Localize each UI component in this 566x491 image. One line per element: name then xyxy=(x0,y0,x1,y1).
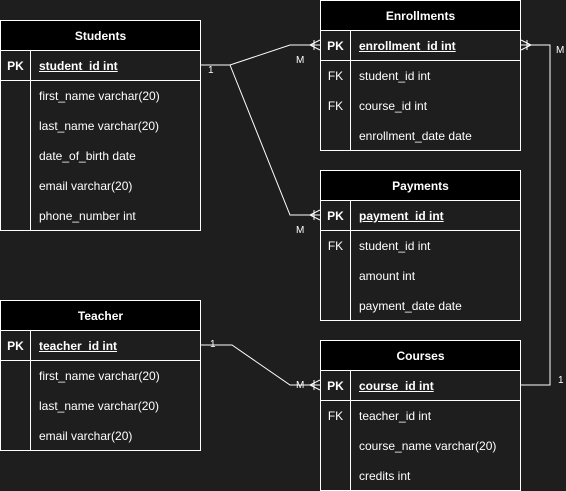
entity-payments[interactable]: Payments PK payment_id int FK student_id … xyxy=(320,170,521,321)
key-label: FK xyxy=(321,61,351,91)
field-row[interactable]: FK course_id int xyxy=(321,91,520,121)
cardinality-students-one: 1 xyxy=(208,65,214,76)
field-row[interactable]: payment_date date xyxy=(321,291,520,321)
entity-title: Payments xyxy=(321,171,520,201)
key-label xyxy=(1,141,31,171)
key-label: PK xyxy=(321,201,351,230)
key-label: PK xyxy=(1,51,31,80)
key-label xyxy=(1,391,31,421)
crowfoot-courses-b xyxy=(309,384,321,391)
field-row[interactable]: last_name varchar(20) xyxy=(1,111,200,141)
field-row[interactable]: first_name varchar(20) xyxy=(1,361,200,391)
field-row[interactable]: FK teacher_id int xyxy=(321,401,520,431)
edge-students-payments xyxy=(229,64,320,216)
field-row[interactable]: FK student_id int xyxy=(321,61,520,91)
cardinality-enrollments-right-many: M xyxy=(556,45,565,56)
pk-row[interactable]: PK course_id int xyxy=(321,371,520,401)
field-row[interactable]: FK student_id int xyxy=(321,231,520,261)
pk-row[interactable]: PK teacher_id int xyxy=(1,331,200,361)
cardinality-payments-many: M xyxy=(296,225,305,236)
field-name: credits int xyxy=(359,469,411,483)
field-name: course_id int xyxy=(359,379,434,393)
field-name: student_id int xyxy=(359,239,431,253)
field-row[interactable]: credits int xyxy=(321,461,520,491)
field-row[interactable]: phone_number int xyxy=(1,201,200,231)
entity-title: Enrollments xyxy=(321,1,520,31)
cardinality-enrollments-many: M xyxy=(296,55,305,66)
field-name: enrollment_date date xyxy=(359,129,472,143)
field-name: email varchar(20) xyxy=(39,179,133,193)
field-name: enrollment_id int xyxy=(359,39,456,53)
crowfoot-enrollments-right-b xyxy=(520,44,532,51)
key-label xyxy=(321,431,351,461)
entity-title: Teacher xyxy=(1,301,200,331)
key-label: FK xyxy=(321,91,351,121)
field-row[interactable]: enrollment_date date xyxy=(321,121,520,151)
edge-students-enrollments xyxy=(201,44,320,66)
field-row[interactable]: last_name varchar(20) xyxy=(1,391,200,421)
key-label xyxy=(1,171,31,201)
entity-courses[interactable]: Courses PK course_id int FK teacher_id in… xyxy=(320,340,521,491)
key-label xyxy=(1,421,31,451)
field-name: last_name varchar(20) xyxy=(39,119,160,133)
pk-row[interactable]: PK payment_id int xyxy=(321,201,520,231)
key-label xyxy=(1,81,31,111)
field-name: teacher_id int xyxy=(359,409,432,423)
field-name: last_name varchar(20) xyxy=(39,399,160,413)
pk-row[interactable]: PK enrollment_id int xyxy=(321,31,520,61)
key-label: PK xyxy=(321,31,351,60)
key-label xyxy=(321,121,351,151)
field-name: payment_date date xyxy=(359,299,462,313)
entity-title: Courses xyxy=(321,341,520,371)
crowfoot-payments-a xyxy=(309,209,321,216)
key-label xyxy=(321,461,351,491)
field-row[interactable]: email varchar(20) xyxy=(1,171,200,201)
field-name: course_id int xyxy=(359,99,428,113)
cardinality-courses-one: 1 xyxy=(558,375,564,386)
entity-title: Students xyxy=(1,21,200,51)
field-name: date_of_birth date xyxy=(39,149,136,163)
key-label xyxy=(1,111,31,141)
entity-teacher[interactable]: Teacher PK teacher_id int first_name var… xyxy=(0,300,201,451)
crowfoot-enrollments-right-a xyxy=(520,39,532,46)
pk-row[interactable]: PK student_id int xyxy=(1,51,200,81)
field-name: first_name varchar(20) xyxy=(39,89,160,103)
field-name: payment_id int xyxy=(359,209,444,223)
key-label: FK xyxy=(321,231,351,261)
field-name: teacher_id int xyxy=(39,339,118,353)
field-name: phone_number int xyxy=(39,209,136,223)
field-name: first_name varchar(20) xyxy=(39,369,160,383)
key-label xyxy=(321,291,351,321)
field-row[interactable]: first_name varchar(20) xyxy=(1,81,200,111)
key-label: PK xyxy=(1,331,31,360)
key-label: PK xyxy=(321,371,351,400)
key-label xyxy=(1,201,31,231)
field-row[interactable]: amount int xyxy=(321,261,520,291)
crowfoot-enrollments-b xyxy=(309,44,321,51)
field-row[interactable]: date_of_birth date xyxy=(1,141,200,171)
edge-teacher-courses xyxy=(201,344,320,386)
key-label xyxy=(321,261,351,291)
crowfoot-courses-a xyxy=(309,379,321,386)
field-row[interactable]: email varchar(20) xyxy=(1,421,200,451)
entity-students[interactable]: Students PK student_id int first_name va… xyxy=(0,20,201,231)
edge-courses-enrollments xyxy=(521,44,551,386)
field-name: amount int xyxy=(359,269,416,283)
entity-enrollments[interactable]: Enrollments PK enrollment_id int FK stude… xyxy=(320,0,521,151)
cardinality-teacher-one: 1 xyxy=(210,339,216,350)
field-row[interactable]: course_name varchar(20) xyxy=(321,431,520,461)
field-name: email varchar(20) xyxy=(39,429,133,443)
key-label: FK xyxy=(321,401,351,431)
crowfoot-enrollments-a xyxy=(309,39,321,46)
crowfoot-payments-b xyxy=(309,214,321,221)
key-label xyxy=(1,361,31,391)
field-name: student_id int xyxy=(39,59,118,73)
cardinality-courses-many: M xyxy=(296,380,305,391)
field-name: student_id int xyxy=(359,69,431,83)
field-name: course_name varchar(20) xyxy=(359,439,497,453)
